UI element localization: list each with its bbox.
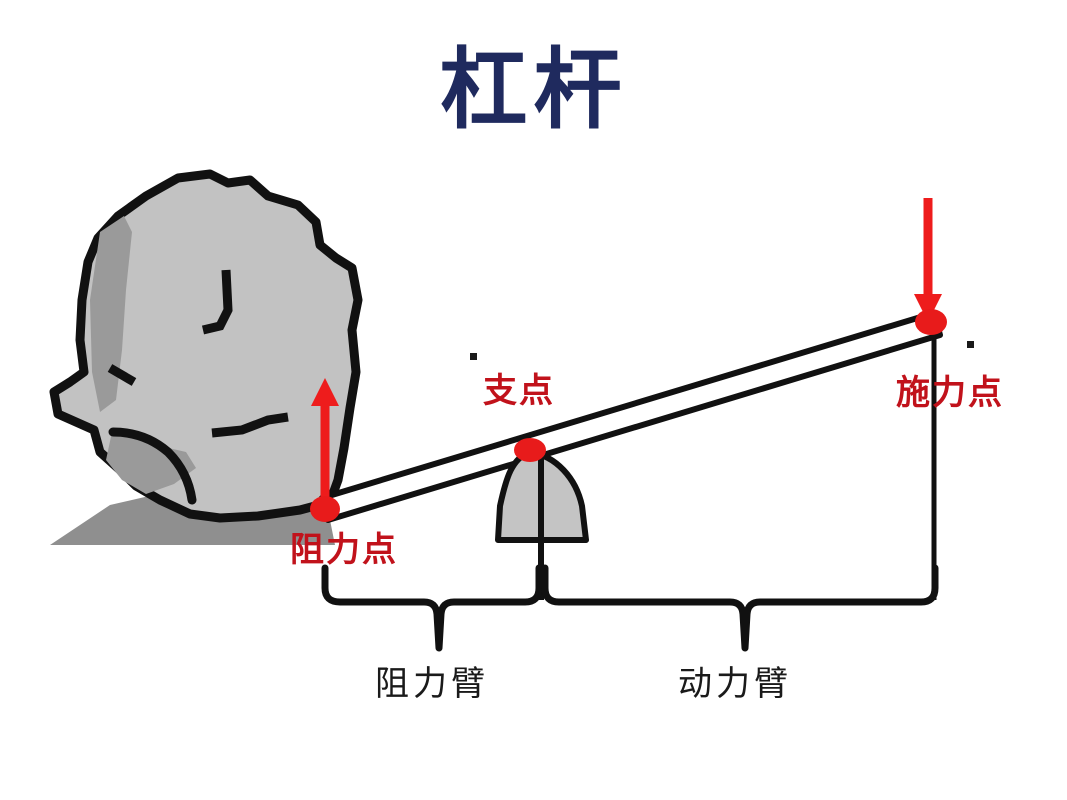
label-resistance-point: 阻力点 xyxy=(290,532,398,569)
rock-crack-hook xyxy=(201,269,233,335)
label-effort-arm: 动力臂 xyxy=(678,666,792,703)
stray-dot-left xyxy=(470,353,477,360)
lever-bar xyxy=(319,310,943,523)
effort-force-arrow xyxy=(914,198,942,322)
resistance-point-marker xyxy=(310,496,340,522)
rock-shade-upper-left xyxy=(90,216,132,412)
page-title: 杠杆 xyxy=(439,43,628,140)
label-fulcrum: 支点 xyxy=(483,373,555,410)
rock-crack-short xyxy=(107,364,137,386)
label-resistance-arm: 阻力臂 xyxy=(375,666,489,703)
effort-point-marker xyxy=(915,309,947,335)
rock-shade-lower-left xyxy=(106,432,196,494)
rock-crack-long xyxy=(211,412,289,438)
rock-crack-curve xyxy=(108,427,197,505)
effort-arm-brace xyxy=(541,564,939,652)
resistance-force-arrow xyxy=(311,378,339,505)
label-effort-point: 施力点 xyxy=(896,375,1004,412)
fulcrum-point-marker xyxy=(514,438,546,462)
stray-dot-right xyxy=(967,341,974,348)
resistance-arm-brace xyxy=(321,564,543,652)
